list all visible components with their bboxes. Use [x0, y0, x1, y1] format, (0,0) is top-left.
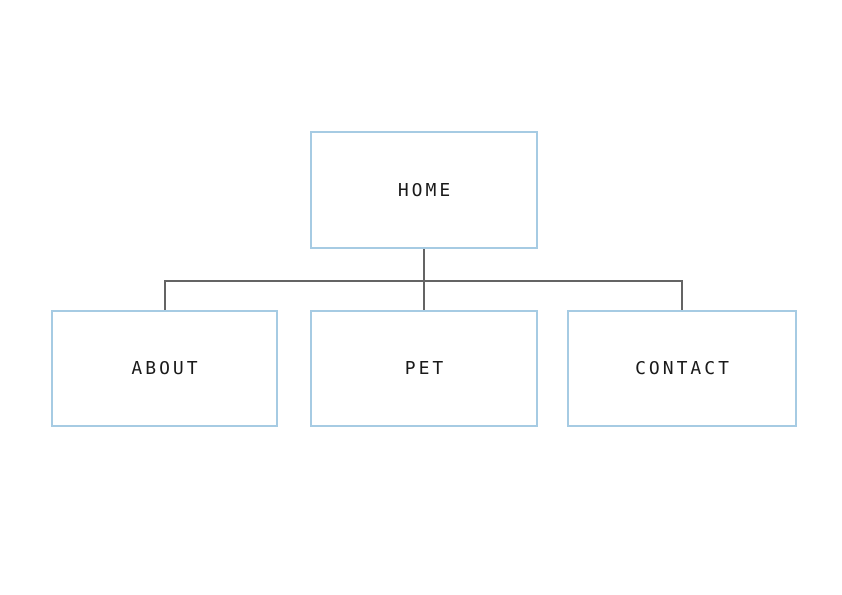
connector-contact-stub-line [681, 281, 683, 310]
node-home-label: HOME [397, 179, 454, 201]
node-about-label: ABOUT [131, 358, 201, 379]
connector-root-drop-line [423, 249, 425, 310]
node-pet: PET [310, 310, 538, 427]
connector-about-stub-line [164, 281, 166, 310]
node-contact: CONTACT [567, 310, 797, 427]
connector-horizontal-line [164, 280, 683, 282]
node-pet-label: PET [404, 358, 447, 379]
node-contact-label: CONTACT [635, 358, 732, 379]
node-about: ABOUT [51, 310, 278, 427]
node-home: HOME [310, 131, 538, 249]
